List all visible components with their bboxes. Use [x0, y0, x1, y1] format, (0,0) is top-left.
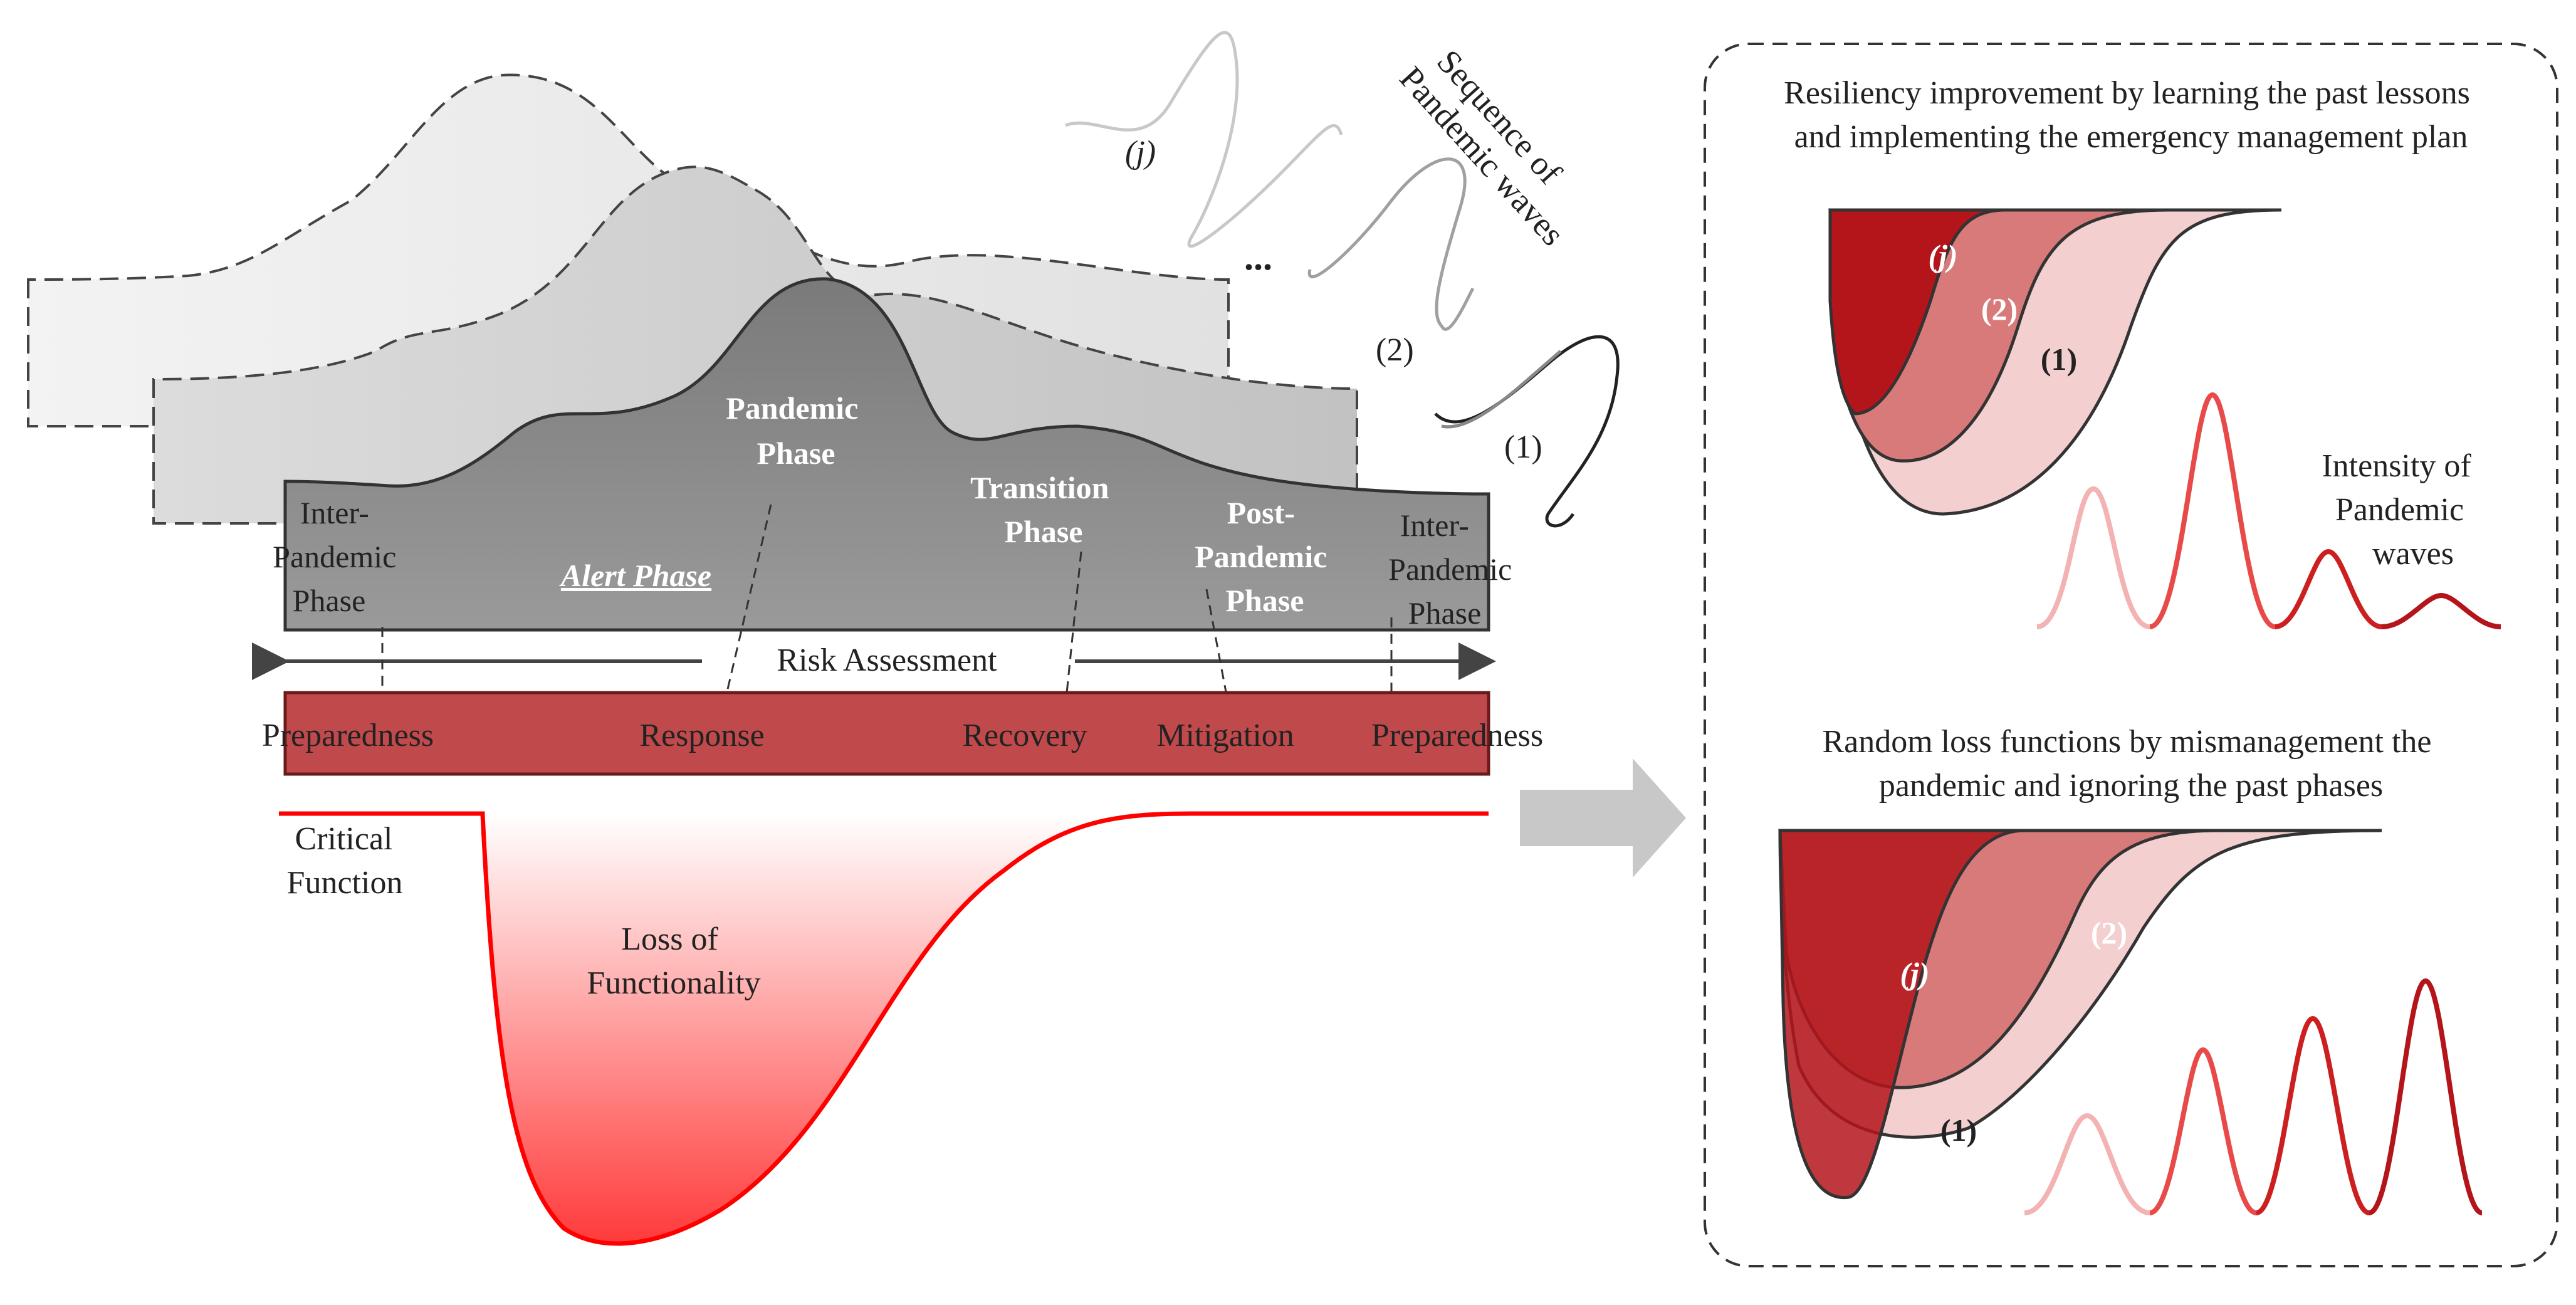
wave-label-2: (2)	[1376, 332, 1414, 368]
right-panel	[1704, 43, 2558, 1267]
connector-mitigation	[1205, 589, 1230, 706]
stage-mitigation: Mitigation	[1156, 718, 1294, 753]
loss-of-functionality-label: Loss of Functionality	[587, 921, 760, 1001]
bottom-intensity-wave-3	[2255, 1015, 2370, 1215]
bottom-curve-label-1: (1)	[1940, 1113, 1977, 1148]
loss-curve-line	[279, 811, 1489, 1246]
critical-function-label: Critical Function	[287, 821, 403, 901]
connector-recovery	[1064, 551, 1082, 706]
bottom-intensity-wave-4	[2368, 978, 2483, 1215]
top-curve-j	[1828, 208, 2006, 416]
top-intensity-wave-4	[2381, 592, 2501, 629]
top-intensity-wave-1	[2036, 486, 2150, 629]
phase-transition: Transition Phase	[970, 470, 1117, 549]
top-intensity-wave-2	[2149, 392, 2276, 629]
bottom-intensity-wave-2	[2149, 1047, 2258, 1215]
wave-label-1: (1)	[1504, 429, 1542, 465]
stage-recovery: Recovery	[962, 718, 1087, 753]
intensity-label: Intensity of Pandemic waves	[2322, 448, 2479, 572]
phase-inter-pandemic-left: Inter- Pandemic Phase	[273, 495, 404, 618]
wave-sequence-1-lead	[1441, 350, 1562, 429]
connector-response	[723, 504, 772, 706]
stage-response: Response	[639, 718, 764, 753]
wave-layer-front	[283, 277, 1490, 632]
phase-inter-pandemic-right: Inter- Pandemic Phase	[1388, 508, 1520, 631]
stage-preparedness-right: Preparedness	[1371, 718, 1543, 753]
management-bar	[283, 691, 1490, 776]
phase-post-pandemic: Post- Pandemic Phase	[1195, 495, 1335, 618]
phase-pandemic: Pandemic Phase	[726, 390, 866, 471]
loss-curve-fill	[483, 814, 1191, 1244]
risk-assessment-label: Risk Assessment	[777, 642, 997, 678]
top-curve-label-2: (2)	[1981, 291, 2018, 327]
wave-sequence-title: Sequence of Pandemic waves	[1393, 33, 1601, 253]
wave-ellipsis: ...	[1244, 236, 1272, 278]
wave-sequence-j	[1065, 31, 1343, 248]
stage-preparedness-left: Preparedness	[262, 718, 434, 753]
panel-bottom-title: Random loss functions by mismanagement t…	[1823, 724, 2440, 804]
phase-alert: Alert Phase	[559, 558, 711, 593]
wave-label-j: (j)	[1125, 135, 1156, 170]
top-intensity-wave-3	[2275, 548, 2382, 629]
bottom-curve-label-2: (2)	[2091, 915, 2127, 950]
wave-sequence-2	[1307, 157, 1475, 331]
bottom-curve-label-j: (j)	[1900, 956, 1929, 991]
bottom-intensity-wave-1	[2024, 1113, 2150, 1215]
panel-top-title: Resiliency improvement by learning the p…	[1784, 75, 2478, 155]
transition-arrow	[1520, 758, 1686, 878]
bottom-curve-j	[1778, 829, 2025, 1200]
top-curve-label-j: (j)	[1928, 238, 1957, 273]
top-curve-label-1: (1)	[2041, 342, 2077, 377]
